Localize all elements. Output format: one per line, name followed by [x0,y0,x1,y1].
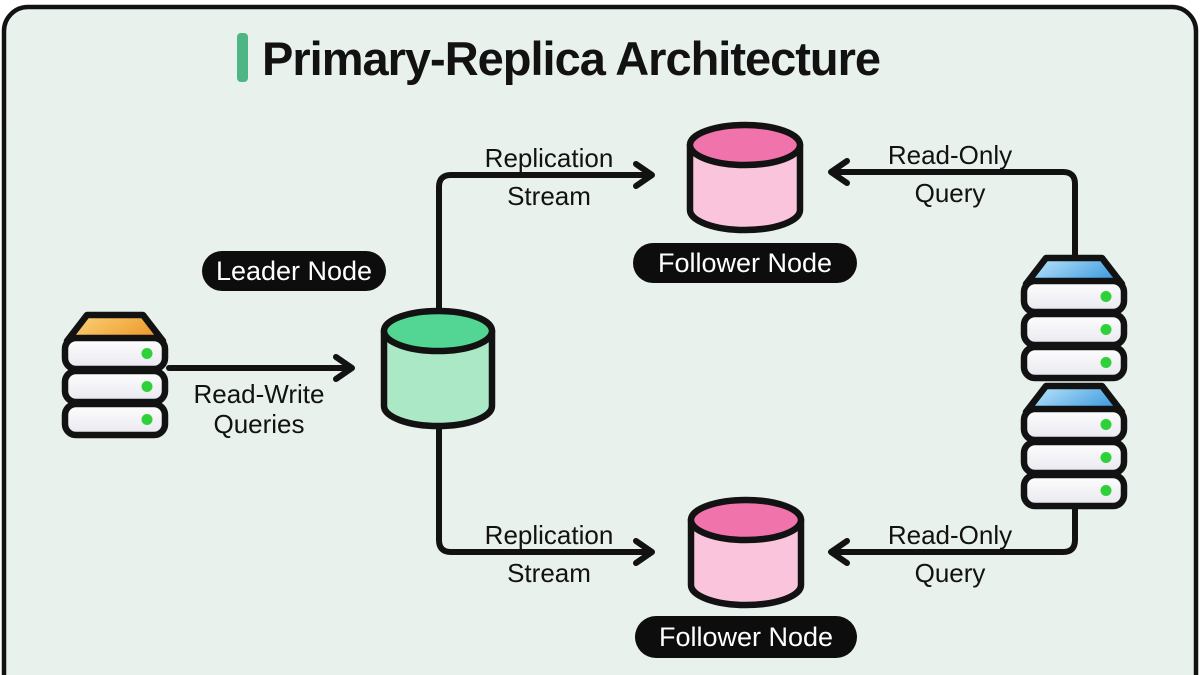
title-accent-bar [237,33,248,82]
read-write-label-line2: Queries [213,409,304,439]
follower-node-badge-top: Follower Node [633,243,857,283]
read-only-bottom-label-line2: Query [915,558,986,588]
status-led-icon [1100,419,1112,430]
server-slab [1020,471,1128,510]
replication-bottom-label-line1: Replication [485,520,614,550]
badge-label: Follower Node [658,248,832,278]
replication-bottom-label-line2: Stream [507,558,591,588]
client-server-icon-left [61,311,169,439]
read-only-arrow-top [828,158,1078,283]
status-led-icon [1100,485,1112,496]
read-only-bottom-label-line1: Read-Only [888,520,1012,550]
badge-pill [633,243,857,283]
status-led-icon [1100,324,1112,335]
db-cylinder-body [687,516,805,609]
status-led-icon [1100,291,1112,302]
read-write-label-line1: Read-Write [193,379,324,409]
server-slab [1020,343,1128,382]
db-cylinder-top [686,121,804,169]
db-cylinder-top [687,496,805,544]
read-only-top-label-line2: Query [915,178,986,208]
read-only-arrow-bottom [828,467,1078,566]
status-led-icon [1100,452,1112,463]
badge-label: Leader Node [216,256,372,286]
db-cylinder-body [686,141,804,234]
badge-pill [202,251,386,291]
badge-label: Follower Node [659,622,833,652]
leader-database-icon [380,307,496,430]
status-led-icon [141,348,153,359]
badge-pill [635,616,857,658]
replication-top-label-line1: Replication [485,143,614,173]
replication-top-label-line2: Stream [507,181,591,211]
replica-server-icon-top-right [1020,254,1128,382]
replication-arrow-bottom [436,392,655,566]
status-led-icon [141,381,153,392]
follower-node-badge-bottom: Follower Node [635,616,857,658]
replication-arrow-top [436,161,655,363]
leader-node-badge: Leader Node [202,251,386,291]
follower-database-icon-bottom [687,496,805,609]
status-led-icon [141,414,153,425]
status-led-icon [1100,357,1112,368]
page-title: Primary-Replica Architecture [262,32,880,85]
db-cylinder-top [380,307,496,355]
read-only-top-label-line1: Read-Only [888,140,1012,170]
canvas-panel [1,4,1199,675]
server-slab [61,400,169,439]
follower-database-icon-top [686,121,804,234]
db-cylinder-body [380,327,496,430]
replica-server-icon-bottom-right [1020,382,1128,510]
